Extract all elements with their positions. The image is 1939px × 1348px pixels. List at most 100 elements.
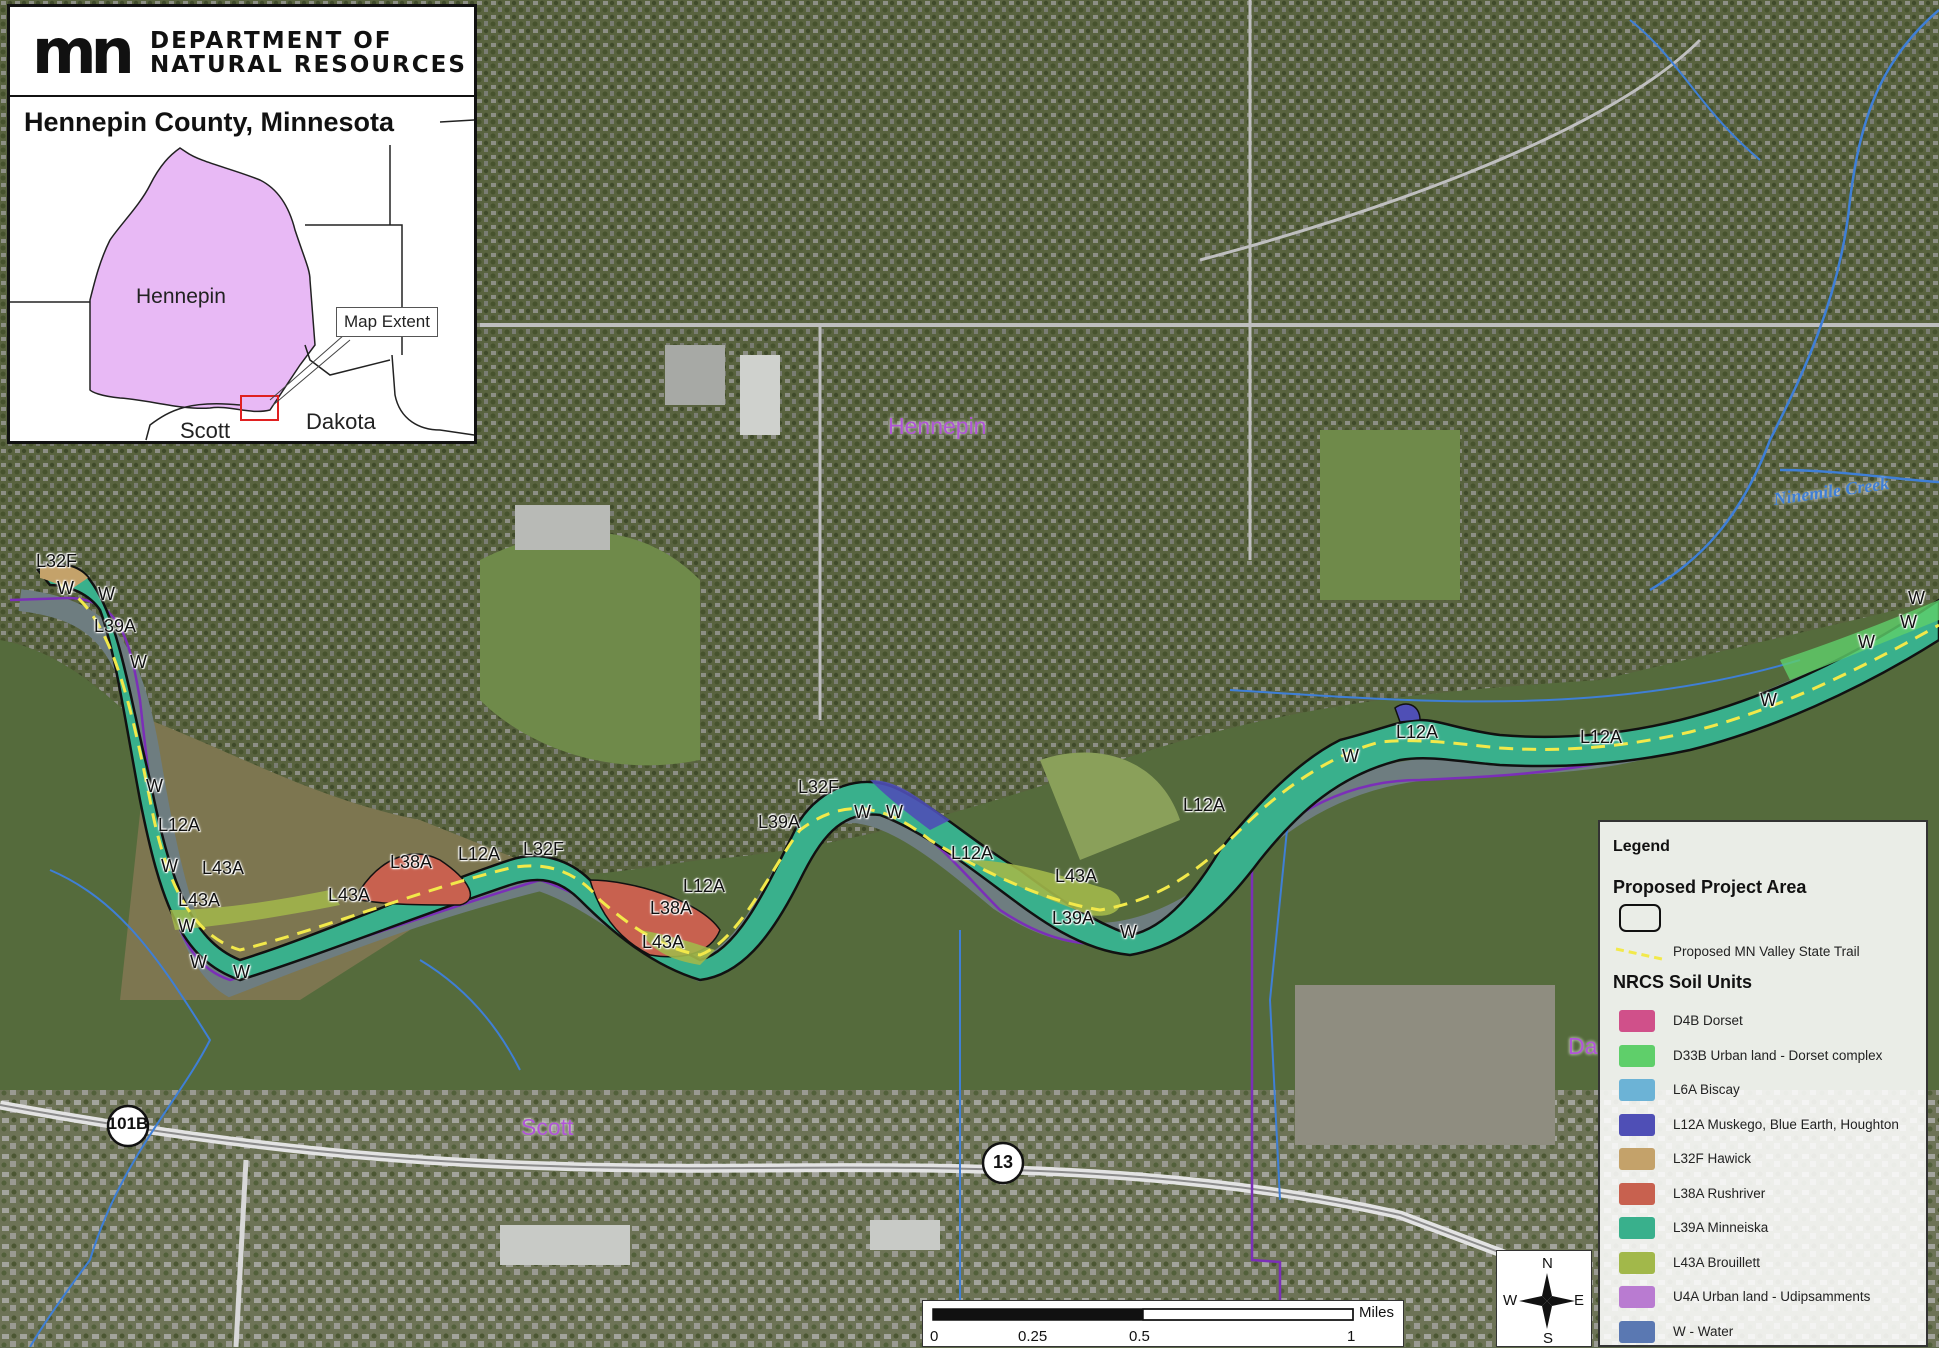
soil-label: L12A bbox=[1396, 722, 1439, 742]
legend-item: W - Water bbox=[1613, 1320, 1923, 1347]
soil-label: W bbox=[1342, 746, 1359, 766]
project-area[interactable] bbox=[36, 563, 1939, 982]
soil-label: L12A bbox=[951, 843, 994, 863]
dnr-logo: mn DEPARTMENT OF NATURAL RESOURCES bbox=[10, 7, 474, 97]
legend-item: U4A Urban land - Udipsamments bbox=[1613, 1286, 1923, 1312]
agency-line-1: DEPARTMENT OF bbox=[150, 28, 393, 54]
soil-label: W bbox=[1900, 612, 1917, 632]
legend-item: L12A Muskego, Blue Earth, Houghton bbox=[1613, 1113, 1923, 1140]
inset-map bbox=[10, 119, 475, 441]
route-label-101b: 101B bbox=[107, 1114, 149, 1133]
soil-label: L43A bbox=[642, 932, 685, 952]
inset-scott-label: Scott bbox=[180, 418, 231, 443]
inset-title: Hennepin County, Minnesota bbox=[24, 107, 394, 137]
legend-item-label: L39A Minneiska bbox=[1673, 1220, 1769, 1235]
legend-item: D4B Dorset bbox=[1613, 1010, 1923, 1036]
soil-label: L32F bbox=[36, 551, 78, 571]
legend-item-label: D4B Dorset bbox=[1673, 1013, 1743, 1028]
soil-label: W bbox=[178, 916, 195, 936]
soil-label: L12A bbox=[158, 815, 201, 835]
soil-label: W bbox=[57, 578, 74, 598]
north-e: E bbox=[1574, 1292, 1585, 1309]
project-area-swatch bbox=[1619, 904, 1661, 932]
soil-label: W bbox=[1760, 690, 1777, 710]
north-n: N bbox=[1542, 1255, 1553, 1272]
legend-swatch bbox=[1619, 1148, 1655, 1170]
legend-swatch bbox=[1619, 1079, 1655, 1101]
route-shield-13 bbox=[981, 1141, 1025, 1185]
soil-label: W bbox=[130, 652, 147, 672]
agency-line-2: NATURAL RESOURCES bbox=[150, 52, 467, 78]
legend-item: L32F Hawick bbox=[1613, 1148, 1923, 1174]
legend-title: Legend bbox=[1613, 838, 1670, 855]
legend-swatch bbox=[1619, 1044, 1655, 1067]
legend-swatch bbox=[1619, 1251, 1655, 1274]
legend-item-label: L32F Hawick bbox=[1673, 1151, 1752, 1166]
route-shield-101b bbox=[106, 1104, 150, 1148]
legend-item-label: L38A Rushriver bbox=[1673, 1185, 1766, 1201]
scale-tick-0: 0 bbox=[930, 1328, 939, 1345]
legend-item-label: L43A Brouillett bbox=[1673, 1254, 1761, 1270]
soil-label: W bbox=[98, 584, 115, 604]
trail-swatch bbox=[1614, 947, 1664, 961]
soil-label: W bbox=[1858, 632, 1875, 652]
north-arrow: N S E W bbox=[1496, 1250, 1592, 1347]
legend-swatch bbox=[1619, 1320, 1655, 1343]
map-extent-callout: Map Extent bbox=[336, 307, 438, 337]
soil-label: W bbox=[1908, 588, 1925, 608]
scale-tick-1: 1 bbox=[1347, 1328, 1356, 1345]
legend-panel: Legend Proposed Project Area Proposed MN… bbox=[1598, 820, 1928, 1347]
legend-swatch bbox=[1619, 1113, 1655, 1136]
soil-label: W bbox=[146, 776, 163, 796]
map-extent-box bbox=[240, 395, 279, 421]
inset-county-label: Hennepin bbox=[136, 285, 226, 308]
soil-label: L32F bbox=[523, 839, 565, 859]
soil-label: L38A bbox=[390, 852, 433, 872]
legend-item-label: W - Water bbox=[1673, 1323, 1734, 1339]
soil-label: L39A bbox=[758, 812, 801, 832]
soil-label: L43A bbox=[202, 858, 245, 878]
soil-label: L38A bbox=[650, 898, 693, 918]
legend-swatch bbox=[1619, 1217, 1655, 1239]
scale-tick-025: 0.25 bbox=[1018, 1328, 1048, 1345]
soil-label: L12A bbox=[458, 844, 501, 864]
dakota-region-label: Da bbox=[1568, 1033, 1598, 1059]
soil-label: L12A bbox=[1183, 795, 1226, 815]
soil-label: W bbox=[1120, 922, 1137, 942]
soil-label: W bbox=[233, 962, 250, 982]
inset-dakota-label: Dakota bbox=[306, 409, 376, 434]
legend-item: D33B Urban land - Dorset complex bbox=[1613, 1044, 1923, 1071]
ninemile-creek bbox=[1649, 9, 1939, 592]
soil-label: W bbox=[190, 952, 207, 972]
soil-label: L39A bbox=[94, 616, 137, 636]
mn-valley-state-trail bbox=[59, 583, 1939, 957]
soil-label: W bbox=[854, 802, 871, 822]
hennepin-region-label: Hennepin bbox=[888, 413, 987, 439]
agency-name: DEPARTMENT OF NATURAL RESOURCES bbox=[150, 29, 467, 77]
legend-soil-section: NRCS Soil Units bbox=[1613, 972, 1753, 992]
soil-label: L32F bbox=[798, 777, 840, 797]
legend-item: L6A Biscay bbox=[1613, 1079, 1923, 1105]
inset-panel: mn DEPARTMENT OF NATURAL RESOURCES Henne… bbox=[8, 5, 476, 443]
trail-label: Proposed MN Valley State Trail bbox=[1673, 944, 1860, 959]
soil-label: L43A bbox=[328, 885, 371, 905]
legend-item-label: L12A Muskego, Blue Earth, Houghton bbox=[1673, 1116, 1899, 1132]
mn-logo-mark: mn bbox=[32, 15, 135, 88]
legend-item-label: U4A Urban land - Udipsamments bbox=[1673, 1289, 1871, 1304]
north-w: W bbox=[1503, 1292, 1518, 1309]
legend-item: L38A Rushriver bbox=[1613, 1182, 1923, 1209]
scale-unit: Miles bbox=[1359, 1304, 1395, 1321]
scale-tick-05: 0.5 bbox=[1129, 1328, 1150, 1345]
legend-swatch bbox=[1619, 1010, 1655, 1032]
legend-item-label: L6A Biscay bbox=[1673, 1082, 1740, 1097]
soil-label: L12A bbox=[1580, 727, 1623, 747]
hennepin-county-shape bbox=[89, 147, 316, 413]
soil-label: W bbox=[161, 856, 178, 876]
scott-region-label: Scott bbox=[521, 1114, 574, 1140]
soil-label: L12A bbox=[683, 876, 726, 896]
legend-swatch bbox=[1619, 1182, 1655, 1205]
legend-item-label: D33B Urban land - Dorset complex bbox=[1673, 1047, 1883, 1063]
compass-icon bbox=[1519, 1273, 1575, 1329]
soil-label: L43A bbox=[1055, 866, 1098, 886]
soil-label: W bbox=[886, 802, 903, 822]
